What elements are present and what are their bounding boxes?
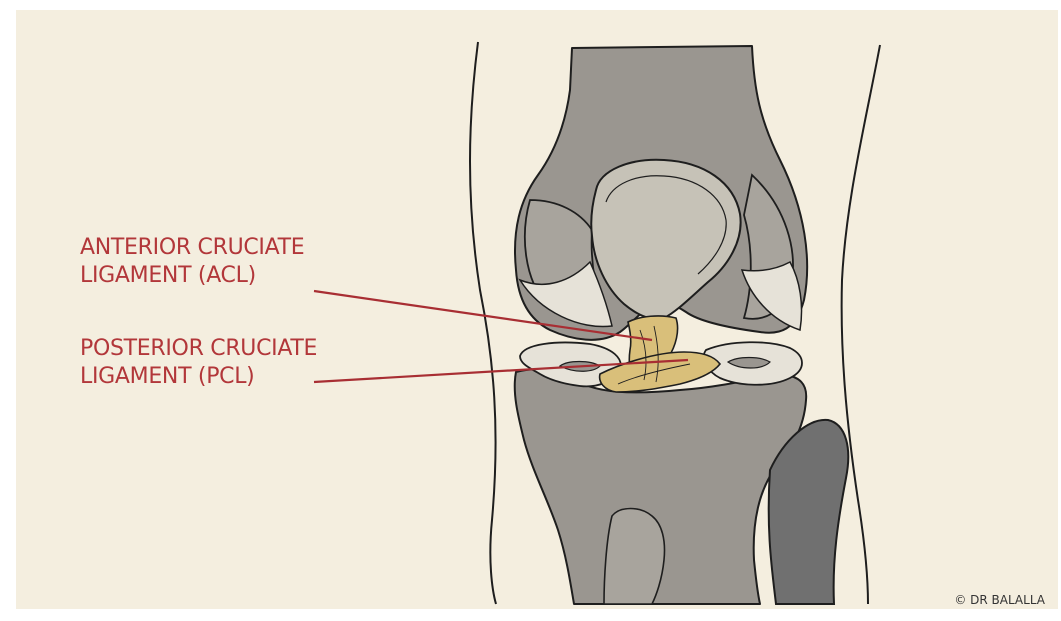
pcl-label-line-1: POSTERIOR CRUCIATE <box>80 335 317 363</box>
pcl-label: POSTERIOR CRUCIATE LIGAMENT (PCL) <box>80 335 317 391</box>
acl-label-line-1: ANTERIOR CRUCIATE <box>80 234 304 262</box>
tibia-tuberosity <box>604 509 665 605</box>
acl-label-line-2: LIGAMENT (ACL) <box>80 262 304 290</box>
acl-label: ANTERIOR CRUCIATE LIGAMENT (ACL) <box>80 234 304 290</box>
pcl-label-line-2: LIGAMENT (PCL) <box>80 363 317 391</box>
copyright-credit: © DR BALALLA <box>954 593 1045 607</box>
